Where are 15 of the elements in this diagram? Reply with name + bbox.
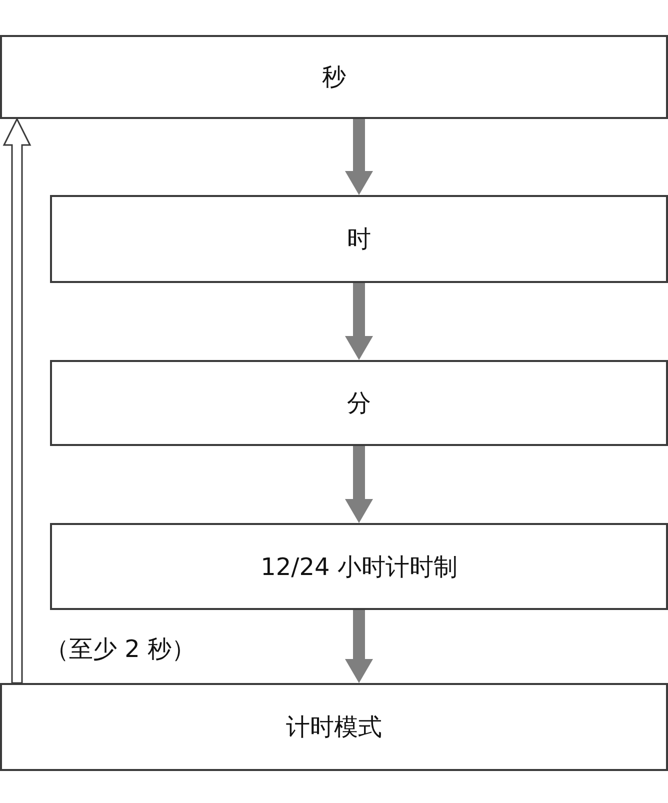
box-label: 时 [347, 224, 371, 255]
box-label: 分 [347, 388, 371, 419]
process-box [0, 35, 668, 119]
arrow [345, 446, 373, 523]
process-box [0, 683, 668, 771]
process-box [50, 360, 668, 446]
arrow [345, 610, 373, 683]
box-label: 计时模式 [286, 712, 382, 743]
arrow [2, 117, 32, 684]
arrow [345, 283, 373, 360]
arrow [345, 119, 373, 195]
box-label: 12/24 小时计时制 [260, 552, 458, 582]
process-box [50, 195, 668, 283]
box-label: 秒 [322, 62, 346, 93]
process-box [50, 523, 668, 610]
